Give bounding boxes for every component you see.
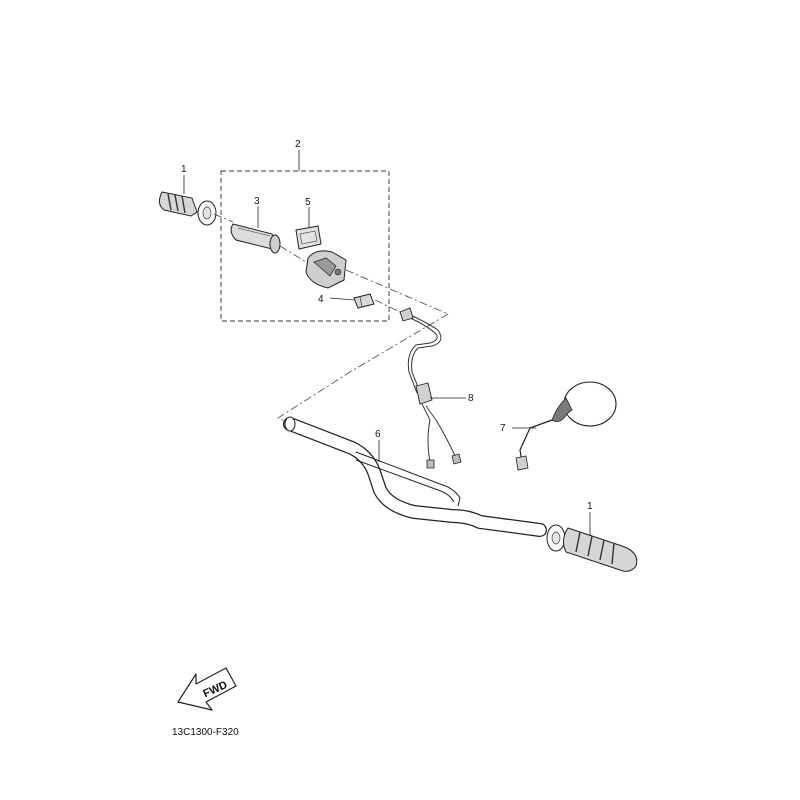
right-grip: 1 <box>546 501 638 572</box>
left-grip: 1 <box>158 164 217 226</box>
leader-line-4 <box>329 297 355 301</box>
throttle-grip: 3 <box>230 196 281 254</box>
callout-8: 8 <box>468 393 474 404</box>
callout-2: 2 <box>295 139 301 150</box>
assembly-dashed-box <box>220 170 390 322</box>
throttle-assembly-group: 2 <box>220 139 390 322</box>
wire-harness: 8 <box>399 307 474 469</box>
callout-3: 3 <box>254 196 260 207</box>
callout-7: 7 <box>500 423 506 434</box>
callout-1-left: 1 <box>181 164 187 175</box>
fwd-arrow: FWD <box>177 667 237 711</box>
handlebar: 6 <box>283 416 547 537</box>
assembly-centerlines <box>213 213 449 425</box>
part-5: 5 <box>295 197 322 250</box>
drawing-code: 13C1300-F320 <box>172 727 239 738</box>
callout-5: 5 <box>305 197 311 208</box>
callout-4: 4 <box>318 294 324 305</box>
callout-6: 6 <box>375 429 381 440</box>
part-4: 4 <box>318 293 375 309</box>
throttle-housing <box>305 250 347 289</box>
fwd-arrow-icon <box>177 667 237 711</box>
callout-1-right: 1 <box>587 501 593 512</box>
mirror: 7 <box>500 381 617 471</box>
